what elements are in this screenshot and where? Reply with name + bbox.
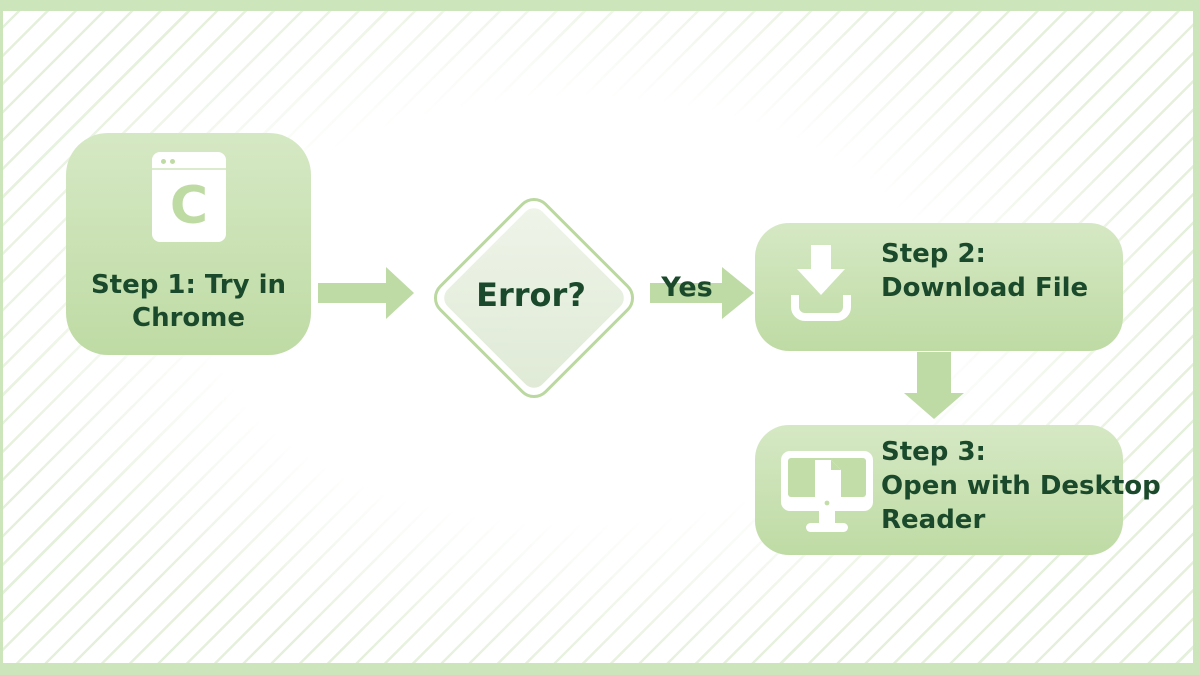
step3-label: Step 3: Open with Desktop Reader bbox=[881, 435, 1161, 537]
arrow-step2-to-step3-shaft bbox=[917, 352, 951, 393]
step3-label-line2: Open with Desktop bbox=[881, 471, 1161, 501]
step1-label-line1: Step 1: Try in bbox=[90, 270, 287, 300]
arrow-yes-head bbox=[722, 267, 754, 319]
browser-titlebar-divider bbox=[152, 168, 226, 170]
arrow-yes-shaft bbox=[650, 283, 722, 303]
step2-node: Step 2: Download File bbox=[755, 223, 1123, 351]
step1-label-line2: Chrome bbox=[131, 303, 245, 333]
step3-label-line1: Step 3: bbox=[881, 437, 986, 467]
step2-label-line1: Step 2: bbox=[881, 239, 986, 269]
arrow-step1-to-decision-head bbox=[386, 267, 414, 319]
step2-label: Step 2: Download File bbox=[881, 237, 1088, 305]
step2-label-line2: Download File bbox=[881, 273, 1089, 303]
download-icon bbox=[791, 245, 851, 321]
browser-dot-icon bbox=[161, 159, 166, 164]
decision-label: Error? bbox=[476, 276, 586, 314]
browser-dot-icon bbox=[170, 159, 175, 164]
chrome-logo-glyph: C bbox=[169, 176, 209, 236]
arrow-step2-to-step3-head bbox=[904, 393, 964, 419]
step1-label: Step 1: Try in Chrome bbox=[66, 269, 311, 335]
yes-edge-label: Yes bbox=[661, 272, 713, 303]
step1-node: C Step 1: Try in Chrome bbox=[66, 133, 311, 355]
desktop-monitor-icon bbox=[781, 451, 873, 532]
arrow-step1-to-decision-shaft bbox=[318, 283, 386, 303]
step3-node: Step 3: Open with Desktop Reader bbox=[755, 425, 1161, 555]
step3-label-line3: Reader bbox=[881, 505, 986, 535]
chrome-browser-icon: C bbox=[152, 152, 226, 242]
